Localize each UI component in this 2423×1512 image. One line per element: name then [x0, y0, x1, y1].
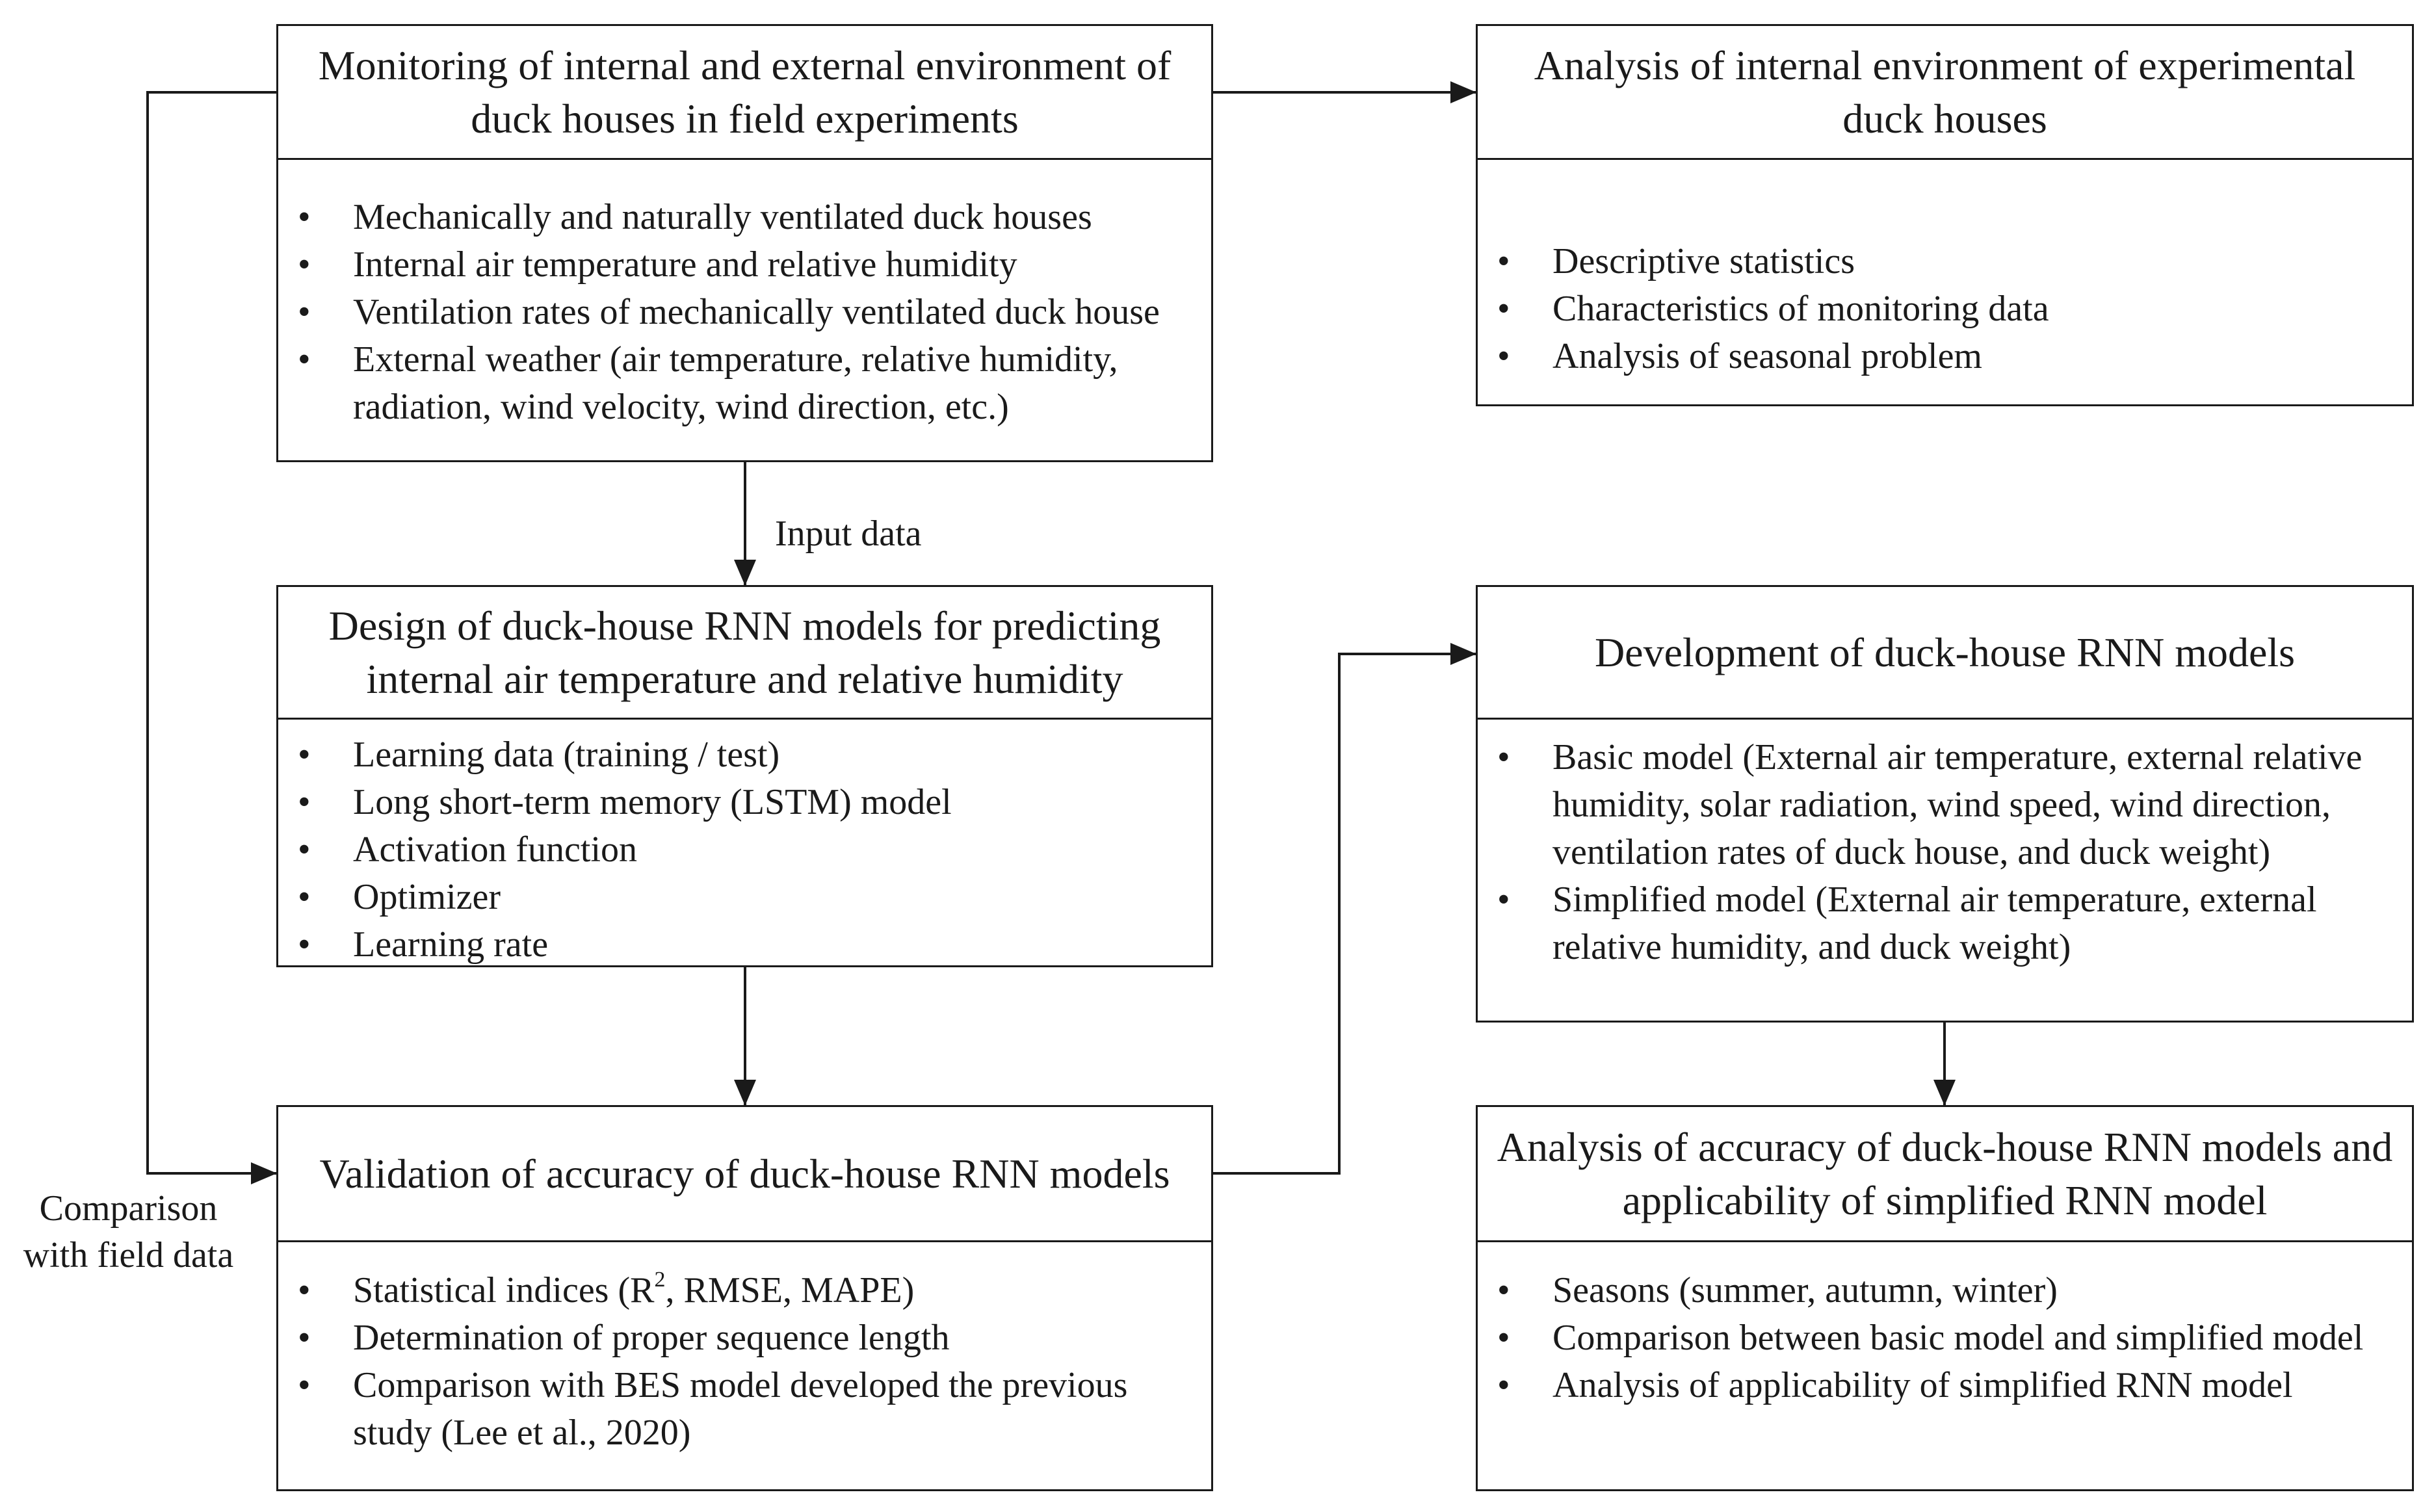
development-list: Basic model (External air temperature, e… — [1478, 734, 2412, 971]
box-monitoring-body: Mechanically and naturally ventilated du… — [278, 160, 1211, 460]
list-item: Descriptive statistics — [1478, 238, 2412, 285]
box-analysis-accuracy-body: Seasons (summer, autumn, winter) Compari… — [1478, 1242, 2412, 1489]
list-item: Ventilation rates of mechanically ventil… — [278, 289, 1211, 336]
box-design-body: Learning data (training / test) Long sho… — [278, 720, 1211, 969]
list-item: Seasons (summer, autumn, winter) — [1478, 1267, 2412, 1314]
box-design-title: Design of duck-house RNN models for pred… — [278, 587, 1211, 720]
box-analysis-accuracy: Analysis of accuracy of duck-house RNN m… — [1476, 1105, 2414, 1491]
statistical-indices-suffix: , RMSE, MAPE) — [665, 1270, 915, 1310]
box-validation-title: Validation of accuracy of duck-house RNN… — [278, 1107, 1211, 1242]
box-validation-body: Statistical indices (R2, RMSE, MAPE) Det… — [278, 1242, 1211, 1489]
comparison-label-line1: Comparison — [39, 1188, 218, 1229]
monitoring-list: Mechanically and naturally ventilated du… — [278, 194, 1211, 431]
box-analysis-accuracy-title: Analysis of accuracy of duck-house RNN m… — [1478, 1107, 2412, 1242]
list-item: Statistical indices (R2, RMSE, MAPE) — [278, 1267, 1211, 1314]
list-item: Learning data (training / test) — [278, 731, 1211, 779]
comparison-label-line2: with field data — [23, 1235, 234, 1275]
list-item: Basic model (External air temperature, e… — [1478, 734, 2412, 876]
arrow-comparison-loop — [146, 91, 278, 1184]
box-development-body: Basic model (External air temperature, e… — [1478, 720, 2412, 1021]
list-item: External weather (air temperature, relat… — [278, 336, 1211, 431]
list-item: Determination of proper sequence length — [278, 1314, 1211, 1362]
list-item: Comparison with BES model developed the … — [278, 1362, 1211, 1457]
list-item: Internal air temperature and relative hu… — [278, 241, 1211, 289]
box-development-title: Development of duck-house RNN models — [1478, 587, 2412, 720]
list-item: Characteristics of monitoring data — [1478, 285, 2412, 333]
box-analysis-internal-title: Analysis of internal environment of expe… — [1478, 26, 2412, 160]
box-design: Design of duck-house RNN models for pred… — [276, 585, 1213, 969]
validation-list: Statistical indices (R2, RMSE, MAPE) Det… — [278, 1267, 1211, 1457]
box-validation: Validation of accuracy of duck-house RNN… — [276, 1105, 1213, 1491]
list-item: Analysis of seasonal problem — [1478, 333, 2412, 380]
list-item: Analysis of applicability of simplified … — [1478, 1362, 2412, 1409]
box-monitoring: Monitoring of internal and external envi… — [276, 24, 1213, 462]
arrow-validation-to-development — [1212, 643, 1476, 1175]
analysis-accuracy-list: Seasons (summer, autumn, winter) Compari… — [1478, 1267, 2412, 1409]
list-item: Simplified model (External air temperatu… — [1478, 876, 2412, 971]
r-squared-superscript: 2 — [654, 1268, 666, 1292]
list-item: Activation function — [278, 826, 1211, 874]
input-data-label: Input data — [775, 514, 922, 554]
analysis-internal-list: Descriptive statistics Characteristics o… — [1478, 238, 2412, 380]
list-item: Comparison between basic model and simpl… — [1478, 1314, 2412, 1362]
box-development: Development of duck-house RNN models Bas… — [1476, 585, 2414, 1023]
list-item: Learning rate — [278, 921, 1211, 969]
list-item: Long short-term memory (LSTM) model — [278, 779, 1211, 826]
box-monitoring-title: Monitoring of internal and external envi… — [278, 26, 1211, 160]
box-analysis-internal: Analysis of internal environment of expe… — [1476, 24, 2414, 406]
statistical-indices-prefix: Statistical indices (R — [353, 1270, 655, 1310]
list-item: Mechanically and naturally ventilated du… — [278, 194, 1211, 241]
box-analysis-internal-body: Descriptive statistics Characteristics o… — [1478, 160, 2412, 404]
list-item: Optimizer — [278, 874, 1211, 921]
comparison-label: Comparison with field data — [0, 1185, 257, 1279]
design-list: Learning data (training / test) Long sho… — [278, 731, 1211, 969]
